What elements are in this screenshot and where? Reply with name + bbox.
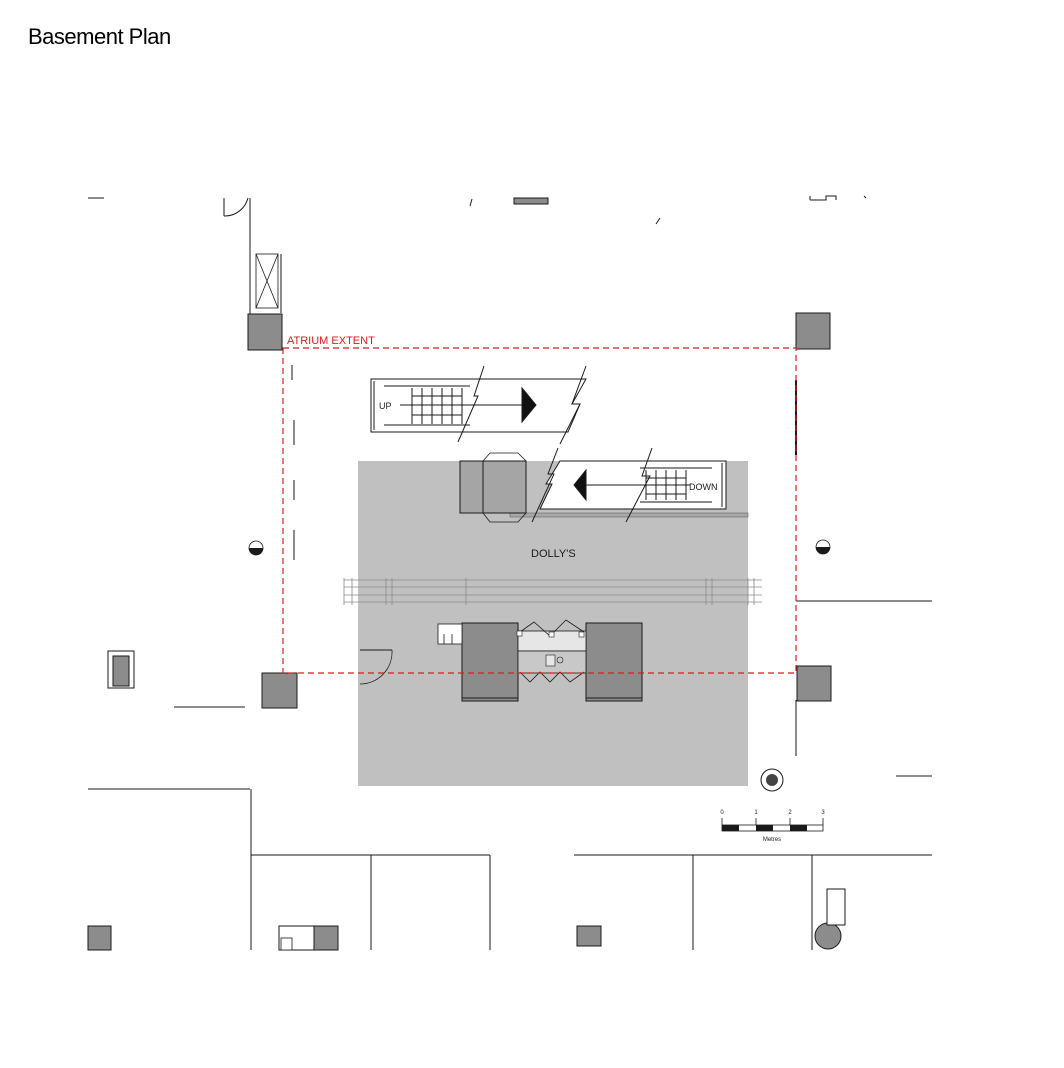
- scale-unit: Metres: [763, 837, 781, 843]
- scale-bar: 0 1 2 3 Metres: [720, 810, 825, 843]
- escalator-up-label: UP: [379, 401, 392, 411]
- atrium-extent-outline: [282, 347, 797, 674]
- page-title: Basement Plan: [28, 24, 171, 49]
- atrium-extent-label: ATRIUM EXTENT: [287, 335, 375, 347]
- room-label: DOLLY'S: [531, 548, 576, 560]
- scale-tick-0: 0: [720, 810, 724, 816]
- dollys-room: [343, 452, 762, 786]
- columns: [87, 197, 842, 951]
- escalator-up: [370, 365, 587, 445]
- small-fixture-inner: [280, 937, 293, 951]
- scale-tick-2: 2: [788, 810, 792, 816]
- lift-shaft: [255, 253, 279, 309]
- scale-tick-3: 3: [821, 810, 825, 816]
- fixture-box: [826, 888, 846, 926]
- escalator-down-label: DOWN: [689, 482, 718, 492]
- scale-tick-1: 1: [754, 810, 758, 816]
- section-markers: [248, 539, 831, 792]
- escalator-down: [531, 447, 727, 523]
